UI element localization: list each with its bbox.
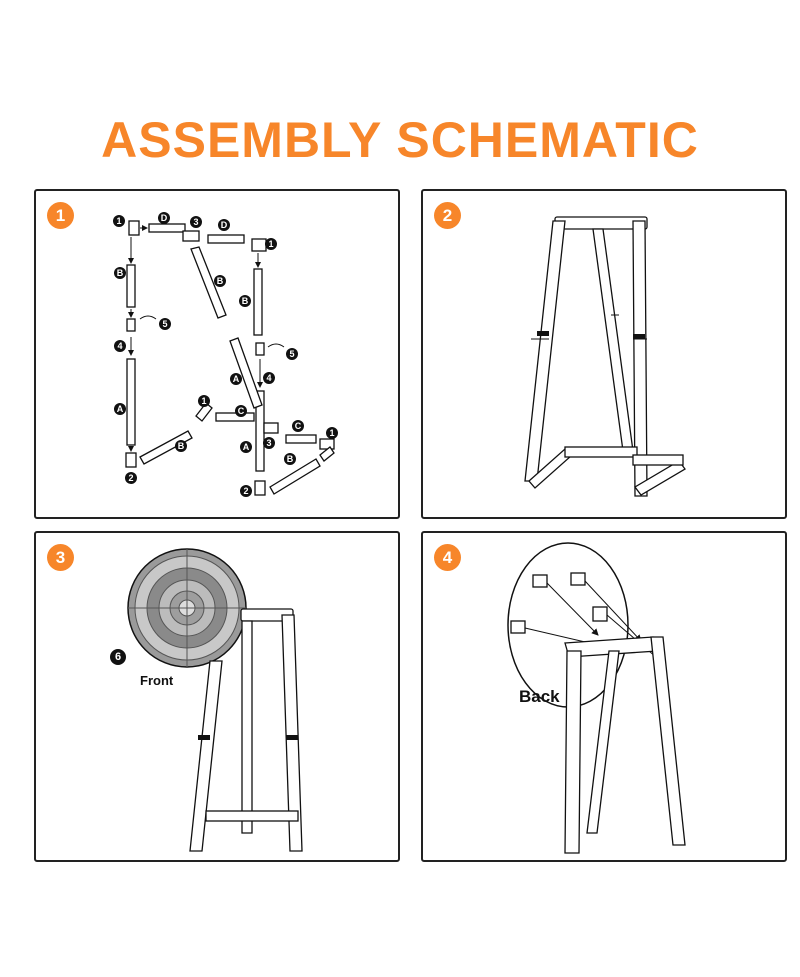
step-4-panel: 4 Back [421, 531, 787, 862]
svg-text:C: C [295, 421, 302, 431]
pipe-b [126, 264, 136, 308]
step-number-badge: 4 [434, 544, 461, 571]
step-2-panel: 2 [421, 189, 787, 519]
svg-text:2: 2 [243, 486, 248, 496]
pipe-b [269, 458, 321, 495]
step-4-target-back-attach [507, 542, 686, 854]
step-3-panel: 3 6 Front [34, 531, 400, 862]
page-title: ASSEMBLY SCHEMATIC [101, 112, 699, 168]
svg-text:A: A [243, 442, 250, 452]
svg-text:A: A [117, 404, 124, 414]
svg-text:2: 2 [128, 473, 133, 483]
pipe-b [190, 246, 227, 319]
svg-text:1: 1 [116, 216, 121, 226]
svg-text:5: 5 [162, 319, 167, 329]
back-label: Back [519, 687, 560, 706]
svg-text:5: 5 [289, 349, 294, 359]
pipe-d [148, 223, 186, 233]
connector [126, 318, 136, 332]
svg-text:C: C [238, 406, 245, 416]
pipe-c [285, 434, 317, 444]
pipe-b [253, 268, 263, 336]
front-label: Front [140, 673, 174, 688]
svg-text:B: B [178, 441, 185, 451]
pipe-d [207, 234, 245, 244]
tee-fitting [182, 230, 200, 242]
step-3-target-attach [127, 548, 303, 852]
elbow-fitting [128, 220, 140, 236]
svg-text:D: D [221, 220, 228, 230]
svg-text:B: B [242, 296, 249, 306]
svg-text:B: B [217, 276, 224, 286]
svg-text:D: D [161, 213, 168, 223]
step-1-panel: 1 1 D 3 D 1 B B B 5 4 5 4 A A 1 C 3 C 1 … [34, 189, 400, 519]
step-number-badge: 1 [47, 202, 74, 229]
svg-text:1: 1 [329, 428, 334, 438]
pipe-a [229, 337, 263, 409]
step-2-assembled-frame [524, 216, 686, 497]
elbow-fitting [125, 452, 137, 468]
connector [255, 342, 265, 356]
target-board [127, 548, 247, 668]
tee-fitting [263, 422, 279, 434]
svg-text:4: 4 [266, 373, 271, 383]
svg-text:A: A [233, 374, 240, 384]
elbow-fitting [319, 446, 335, 462]
svg-text:1: 1 [268, 239, 273, 249]
svg-text:B: B [117, 268, 124, 278]
svg-text:3: 3 [266, 438, 271, 448]
step-1-exploded-diagram [125, 220, 335, 496]
step-number-badge: 2 [434, 202, 461, 229]
svg-text:B: B [287, 454, 294, 464]
svg-text:4: 4 [117, 341, 122, 351]
pipe-c [215, 412, 255, 422]
pipe-a [126, 358, 136, 446]
pipe-b [139, 430, 193, 465]
svg-text:3: 3 [193, 217, 198, 227]
elbow-fitting [254, 480, 266, 496]
svg-text:1: 1 [201, 396, 206, 406]
part-6-label: 6 [110, 649, 126, 665]
step-number-badge: 3 [47, 544, 74, 571]
elbow-fitting [195, 402, 213, 422]
clamp-5 [267, 343, 285, 348]
step-1-part-labels: 1 D 3 D 1 B B B 5 4 5 4 A A 1 C 3 C 1 B … [113, 212, 338, 497]
clamp-5 [139, 315, 157, 320]
